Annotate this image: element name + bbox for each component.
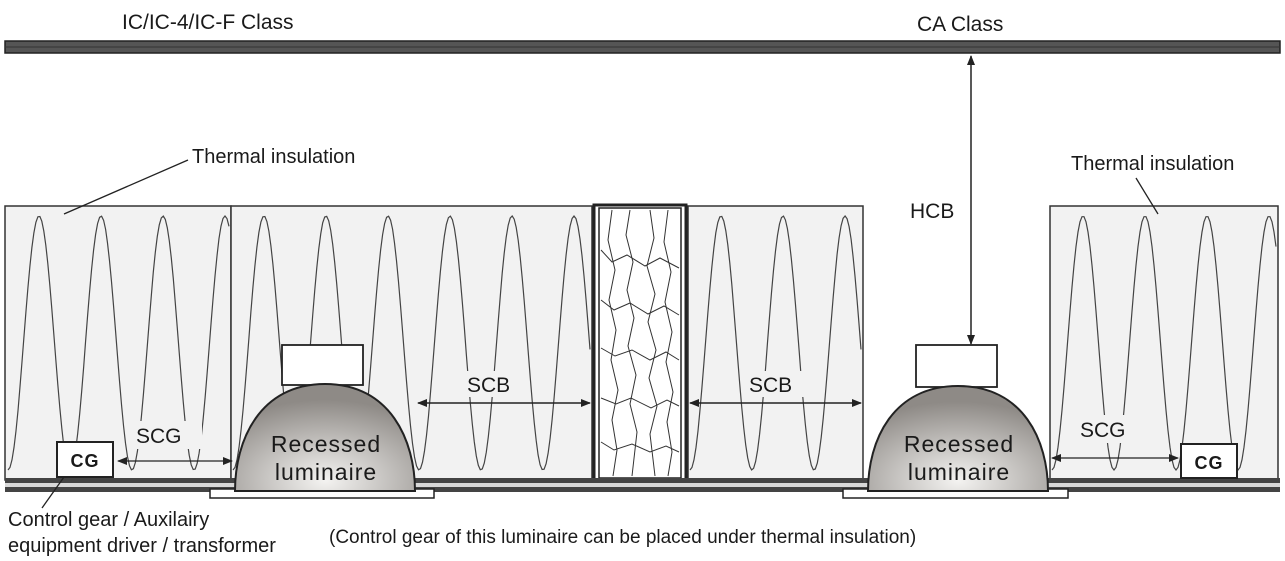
hcb-label: HCB [910,200,954,223]
thermal-insulation-label-left: Thermal insulation [192,146,355,168]
control-gear-box-right: CG [1180,443,1238,479]
scg-dimension-left: SCG [117,421,233,465]
luminaire-left-line1: Recessed [271,431,381,457]
luminaire-right-line2: luminaire [908,459,1010,485]
thermal-insulation-leader-left [63,159,189,215]
thermal-insulation-label-right: Thermal insulation [1071,153,1234,175]
footnote: (Control gear of this luminaire can be p… [329,527,916,548]
scb-label-left: SCB [467,374,510,397]
thermal-insulation-leader-right [1135,177,1159,215]
luminaire-left-line2: luminaire [275,459,377,485]
scb-dimension-left: SCB [417,371,591,407]
scg-label-right: SCG [1080,419,1126,442]
control-gear-caption-line1: Control gear / Auxilairy [8,509,209,531]
control-gear-box-left: CG [56,441,114,478]
joist-section [592,203,688,483]
control-gear-leader [41,476,65,509]
hcb-dimension: HCB [905,55,975,345]
scb-dimension-right: SCB [689,371,862,407]
scg-dimension-right: SCG [1051,415,1179,462]
ceiling-board [5,478,1280,492]
cg-label-right: CG [1195,453,1224,473]
luminaire-right-line1: Recessed [904,431,1014,457]
insulation-block-3 [687,205,864,481]
recessed-luminaire-right: Recessed luminaire [842,344,1069,499]
control-gear-caption-line2: equipment driver / transformer [8,535,276,557]
ca-class-label: CA Class [917,13,1003,36]
scg-label-left: SCG [136,425,182,448]
ic-class-label: IC/IC-4/IC-F Class [122,11,294,34]
recessed-luminaire-left: Recessed luminaire [209,344,435,499]
cg-label-left: CG [71,451,100,471]
scb-label-right: SCB [749,374,792,397]
